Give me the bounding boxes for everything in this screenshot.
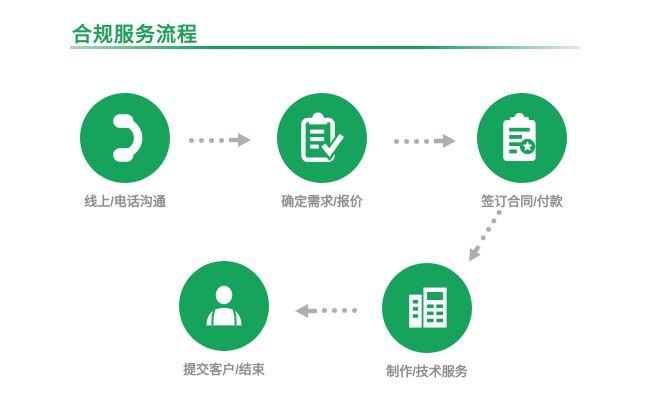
step-deliver-finish: 提交客户/结束 <box>154 261 294 378</box>
step-circle <box>277 93 367 183</box>
step-production-service: 制作/技术服务 <box>357 263 497 380</box>
step-online-phone: 线上/电话沟通 <box>55 93 195 210</box>
step-circle <box>382 263 472 353</box>
step-circle <box>179 261 269 351</box>
step-circle <box>477 93 567 183</box>
dotted-arrow-left-icon <box>295 304 357 318</box>
customer-person-icon <box>206 285 242 326</box>
step-label: 线上/电话沟通 <box>84 194 166 209</box>
step-circle <box>80 93 170 183</box>
step-label: 制作/技术服务 <box>386 364 468 379</box>
page-title: 合规服务流程 <box>72 24 198 46</box>
dotted-arrow-downleft-icon <box>463 207 507 265</box>
step-confirm-quote: 确定需求/报价 <box>252 93 392 210</box>
contract-star-icon <box>503 112 536 161</box>
title-underline <box>70 46 580 49</box>
step-label: 签订合同/付款 <box>481 194 563 209</box>
step-label: 提交客户/结束 <box>183 362 265 377</box>
dotted-arrow-right-icon <box>189 133 251 147</box>
step-contract-payment: 签订合同/付款 <box>452 93 592 210</box>
clipboard-check-icon <box>301 111 346 162</box>
dotted-arrow-right-icon <box>394 134 456 148</box>
phone-icon <box>113 114 143 162</box>
step-label: 确定需求/报价 <box>281 194 363 209</box>
production-building-icon <box>409 287 447 328</box>
